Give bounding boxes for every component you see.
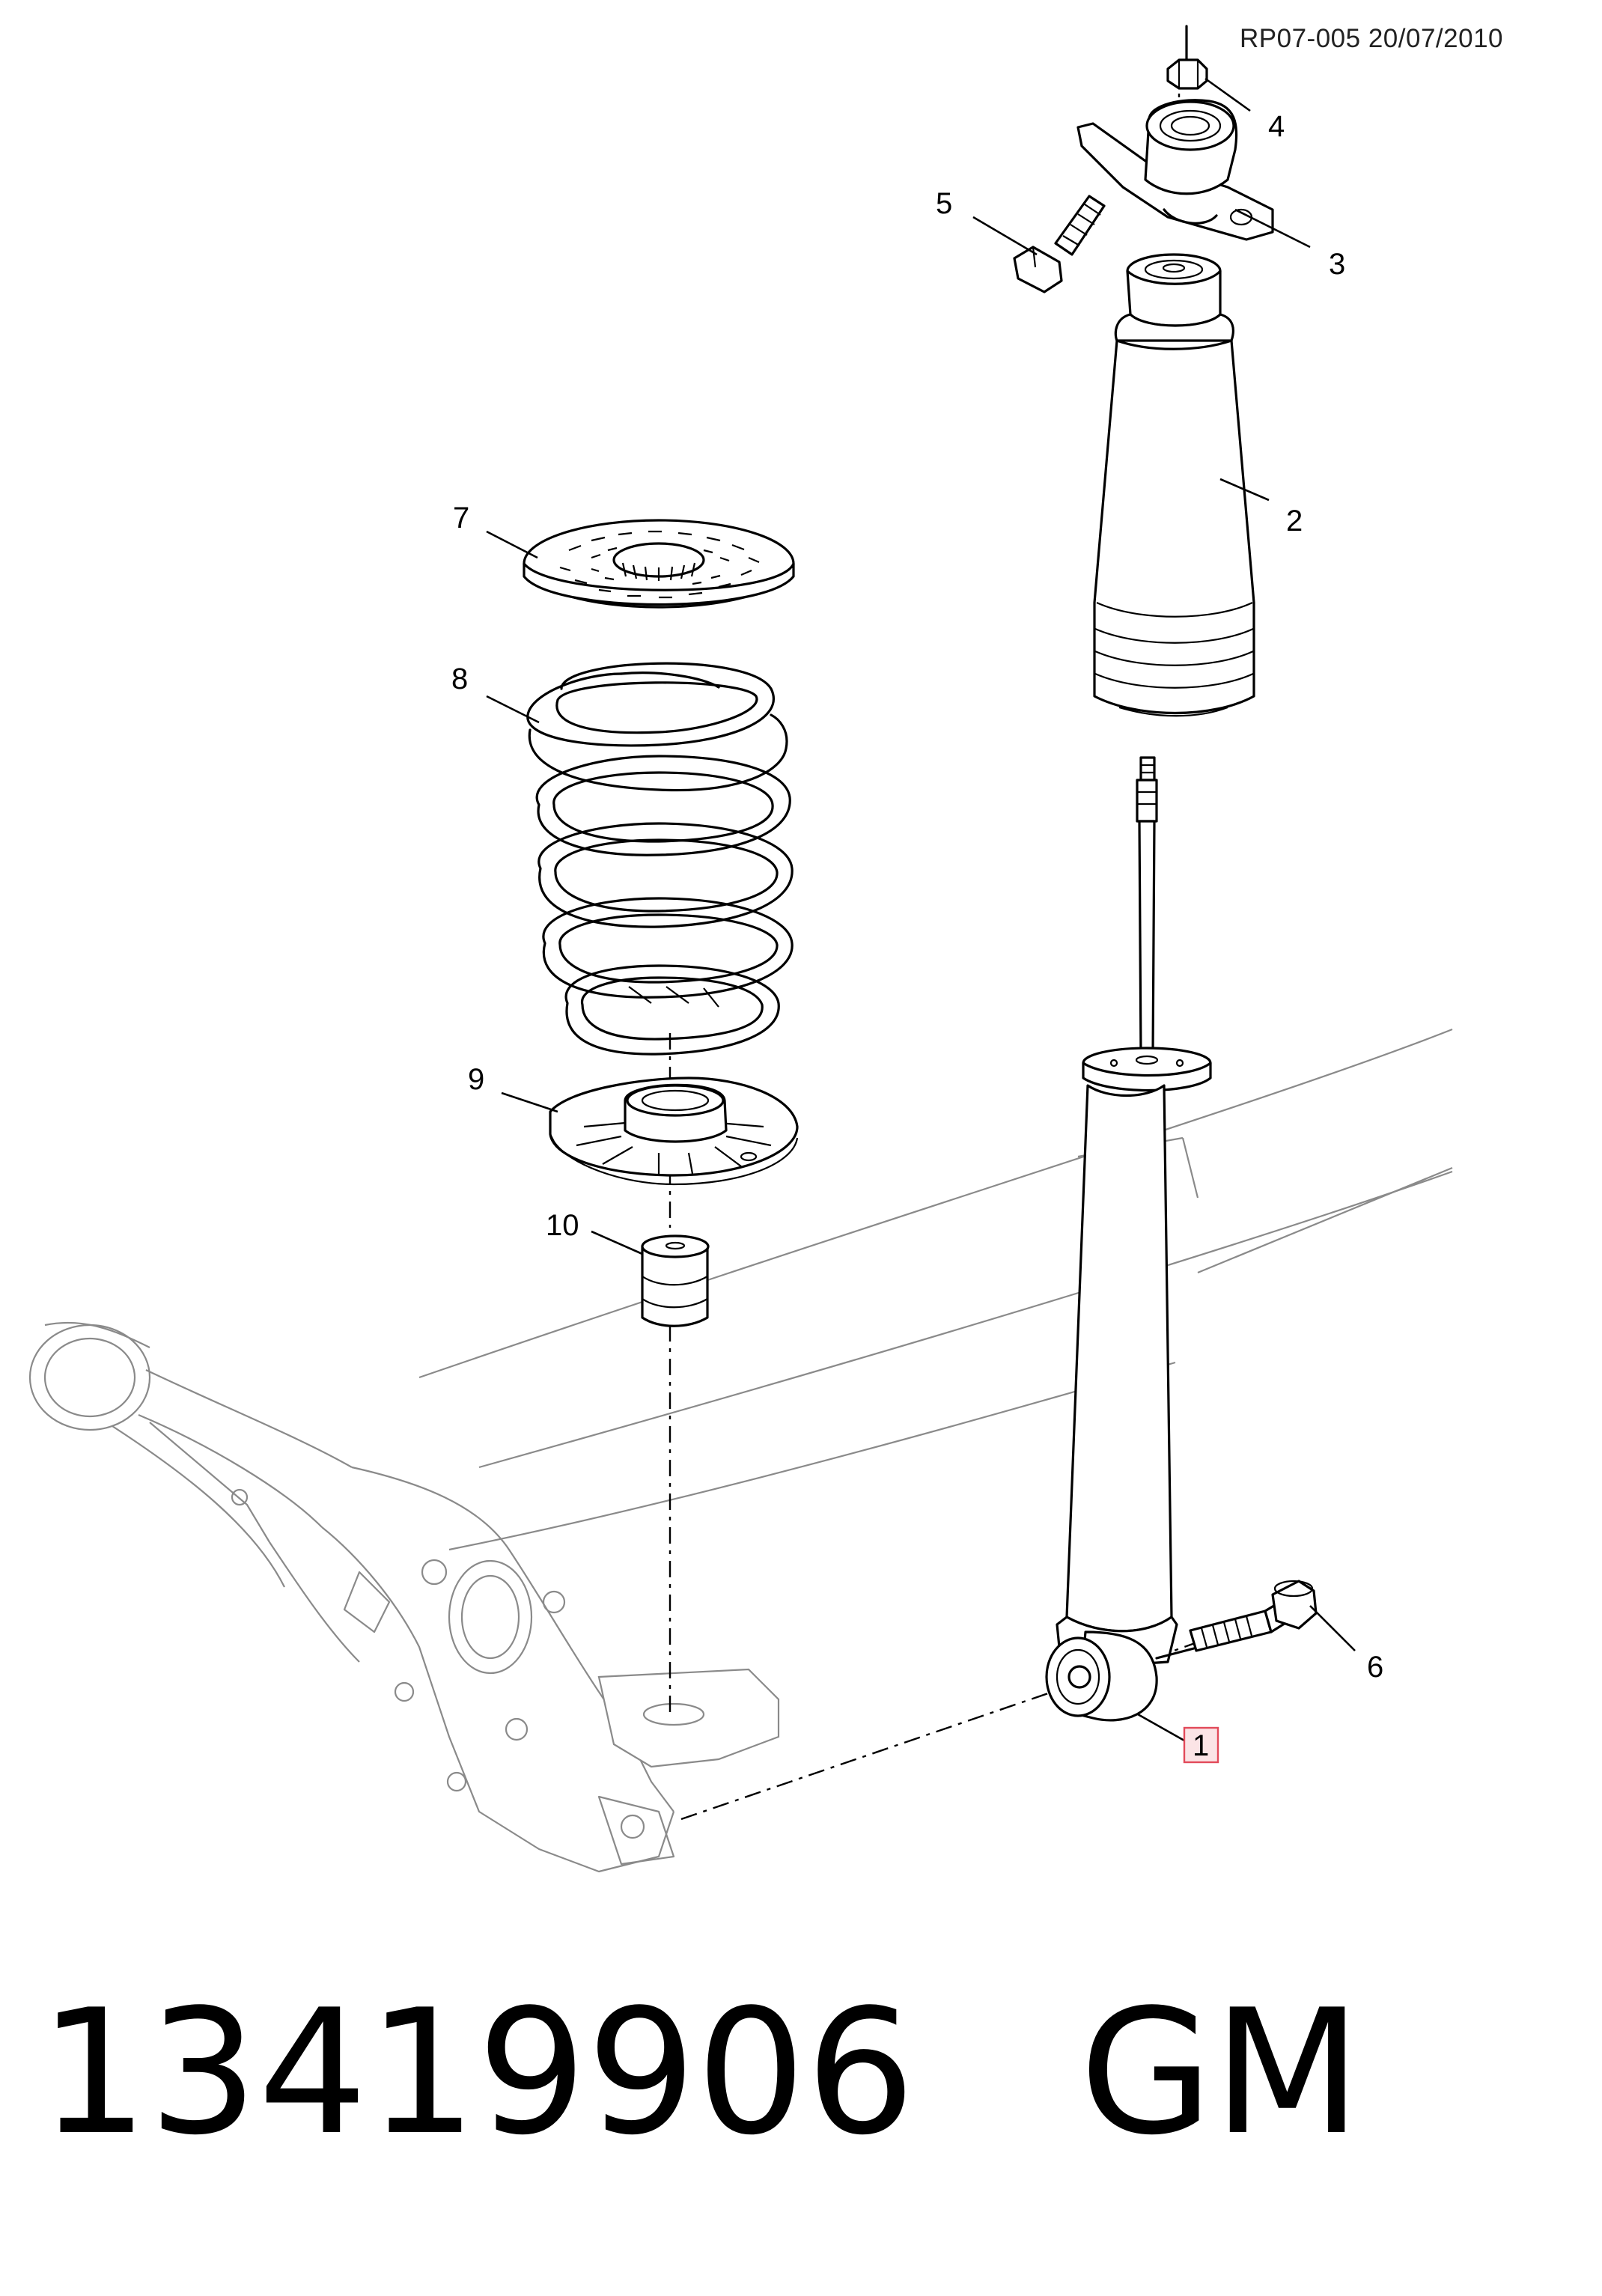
lower-spring-seat: [549, 1077, 799, 1186]
callout-1: 1: [1193, 1729, 1209, 1762]
top-nut: [1166, 25, 1208, 90]
trailing-arm-knuckle: [28, 1321, 780, 1873]
mount-bolt: [1013, 195, 1106, 293]
callout-3: 3: [1329, 248, 1345, 281]
part-number: 13419906: [39, 1973, 916, 2173]
bump-stop: [641, 1234, 710, 1327]
callout-8: 8: [451, 663, 468, 695]
shock-absorber: [1045, 756, 1212, 1722]
lower-mount-bolt: [1189, 1580, 1318, 1652]
part-number-caption: 13419906 GM: [39, 1988, 1362, 2160]
callout-4: 4: [1268, 110, 1285, 143]
drawing-reference: RP07-005 20/07/2010: [1240, 24, 1503, 53]
callout-6: 6: [1367, 1651, 1383, 1684]
leader-lines: [486, 77, 1356, 1742]
callout-10: 10: [546, 1209, 579, 1242]
upper-spring-seat: [523, 519, 795, 609]
brand-name: GM: [1079, 1973, 1362, 2173]
dust-boot: [1093, 253, 1255, 717]
callout-5: 5: [936, 187, 952, 220]
callout-1-highlight-box: [1183, 1726, 1219, 1764]
callout-2: 2: [1286, 505, 1303, 538]
coil-spring: [526, 662, 794, 1056]
callout-7: 7: [453, 502, 469, 535]
callout-labels: 4 3 5 2 7 8 9 10 6 1: [451, 110, 1383, 1764]
top-mount: [1076, 99, 1274, 241]
callout-9: 9: [468, 1063, 484, 1096]
